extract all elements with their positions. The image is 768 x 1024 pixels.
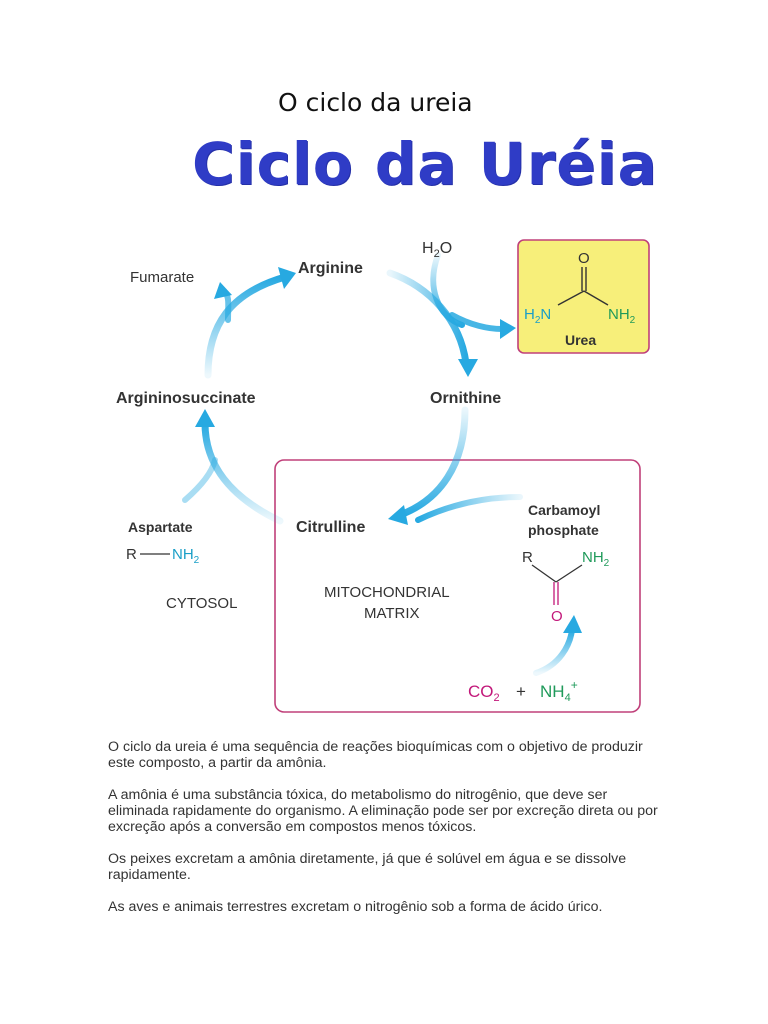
carbamoyl-oxygen: O: [551, 608, 563, 625]
urea-label: Urea: [565, 332, 596, 348]
ornithine-label: Ornithine: [430, 390, 501, 407]
water-in-arrow: [430, 252, 465, 328]
plus-sign: +: [516, 682, 526, 701]
document-title: O ciclo da ureia: [278, 88, 473, 117]
water-formula: H2O: [422, 240, 452, 260]
mitochondrial-label-line1: MITOCHONDRIAL: [324, 584, 450, 601]
aspartate-formula: R NH2: [126, 546, 200, 566]
argininosuccinate-to-arginine-arrow: [204, 267, 296, 379]
fumarate-release-arrow: [214, 282, 232, 323]
aspartate-nh2: NH2: [172, 546, 200, 566]
urea-structure: O H2N NH2 Urea: [524, 250, 636, 348]
urea-nh2: NH2: [608, 306, 636, 326]
argininosuccinate-label: Argininosuccinate: [116, 390, 256, 407]
image-heading: Ciclo da Uréia: [192, 130, 658, 198]
aspartate-r-group: R: [126, 546, 137, 563]
fumarate-label: Fumarate: [130, 269, 194, 286]
citrulline-label: Citrulline: [296, 519, 365, 536]
body-text: O ciclo da ureia é uma sequência de reaç…: [108, 739, 668, 931]
urea-out-arrow: [449, 312, 516, 339]
carbamoyl-to-citrulline-arrow: [415, 494, 523, 523]
paragraph-3: Os peixes excretam a amônia diretamente,…: [108, 851, 627, 883]
paragraph-4: As aves e animais terrestres excretam o …: [108, 899, 603, 915]
urea-cycle-diagram: Arginine Fumarate Ornithine Argininosucc…: [116, 239, 650, 713]
citrulline-to-argininosuccinate-arrow: [195, 409, 284, 525]
ammonium-formula: NH4+: [540, 678, 578, 704]
aspartate-label: Aspartate: [128, 519, 193, 535]
urea-oxygen: O: [578, 250, 590, 267]
carbamoyl-nh2: NH2: [582, 549, 610, 569]
paragraph-2: A amônia é uma substância tóxica, do met…: [108, 787, 658, 835]
carbamoyl-structure: R NH2 O: [522, 549, 610, 625]
carbamoyl-label-line1: Carbamoyl: [528, 502, 600, 518]
carbamoyl-label-line2: phosphate: [528, 522, 599, 538]
carbamoyl-r-group: R: [522, 549, 533, 566]
co2-formula: CO2: [468, 682, 500, 704]
urea-h2n: H2N: [524, 306, 551, 326]
ornithine-to-citrulline-arrow: [388, 406, 469, 525]
urea-box: [517, 239, 650, 354]
aspartate-in-arrow: [182, 457, 218, 503]
paragraph-1: O ciclo da ureia é uma sequência de reaç…: [108, 739, 643, 771]
cytosol-label: CYTOSOL: [166, 595, 237, 612]
co2-nh4-to-carbamoyl-arrow: [533, 615, 582, 676]
mitochondrial-label-line2: MATRIX: [364, 605, 420, 622]
arginine-label: Arginine: [298, 260, 363, 277]
